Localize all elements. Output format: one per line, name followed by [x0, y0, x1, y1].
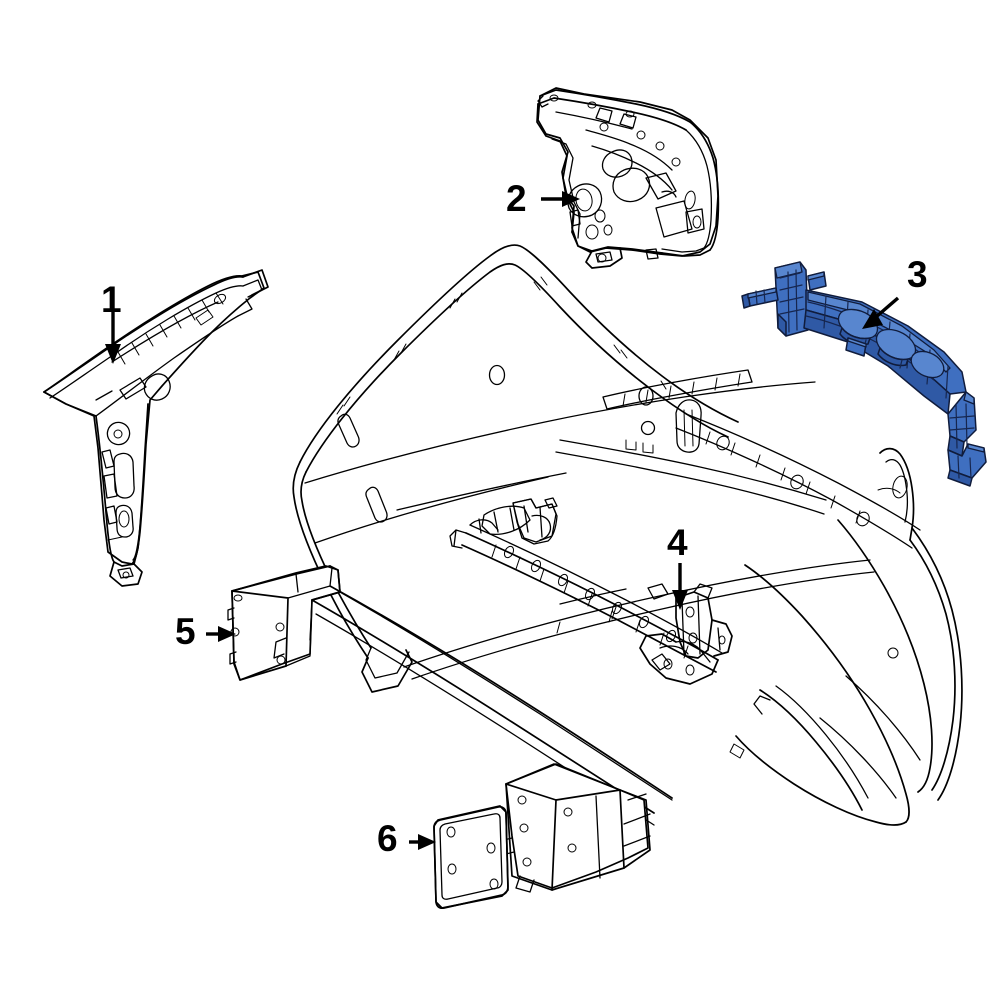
- part-2-inner-body-panel[interactable]: [536, 87, 720, 269]
- part-4-lower-support-beam[interactable]: [449, 497, 733, 685]
- part-rear-bumper-cover[interactable]: [291, 244, 963, 828]
- callout-3-arrow: [862, 296, 900, 329]
- part-bumper-reinforcement-bar[interactable]: [227, 565, 673, 893]
- callout-5-arrow: [206, 626, 236, 642]
- callout-arrows: [105, 191, 900, 850]
- part-6-mounting-plate[interactable]: [433, 805, 509, 910]
- part-1-pillar-reinforcement-bracket[interactable]: [43, 269, 269, 587]
- callout-6-arrow: [409, 834, 436, 850]
- callout-label-2[interactable]: 2: [506, 178, 527, 219]
- callout-4-arrow: [672, 563, 688, 610]
- callout-2-arrow: [541, 191, 580, 207]
- callout-label-1[interactable]: 1: [101, 279, 122, 320]
- callout-label-4[interactable]: 4: [667, 522, 688, 563]
- callout-1-arrow: [105, 312, 121, 364]
- callout-label-6[interactable]: 6: [377, 818, 398, 859]
- callout-label-5[interactable]: 5: [175, 611, 196, 652]
- callout-label-3[interactable]: 3: [907, 254, 928, 295]
